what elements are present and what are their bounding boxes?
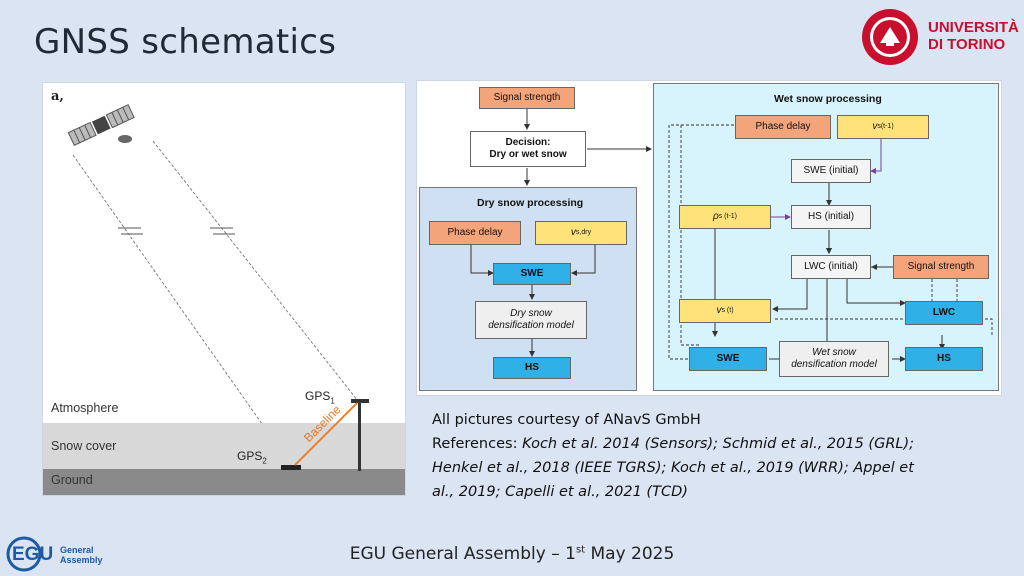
wet-phase-delay-box: Phase delay [735, 115, 831, 139]
references-block: All pictures courtesy of ANavS GmbH Refe… [432, 408, 1012, 504]
snow-processing-flowchart: Dry snow processing Wet snow processing [416, 80, 1002, 396]
satellite-icon [67, 104, 135, 147]
reference-line-2: Henkel et al., 2018 (IEEE TGRS); Koch et… [432, 460, 914, 476]
flow-arrows [470, 109, 993, 362]
panel-letter: a, [51, 89, 64, 104]
wet-lwc-box: LWC [905, 301, 983, 325]
university-logo: UNIVERSITÀ DI TORINO [860, 6, 1020, 68]
hs-initial-box: HS (initial) [791, 205, 871, 229]
dry-region-title: Dry snow processing [477, 197, 584, 209]
egu-mark-icon [6, 536, 42, 572]
footer-event: EGU General Assembly – 1st May 2025 [349, 544, 675, 564]
dry-phase-delay-box: Phase delay [429, 221, 521, 245]
gps2-label: GPS2 [237, 449, 267, 466]
reference-line-1: References: Koch et al. 2014 (Sensors); … [432, 436, 915, 452]
wet-densification-model-box: Wet snow densification model [779, 341, 889, 377]
antenna-baseline [281, 399, 369, 471]
university-seal-icon [862, 9, 918, 65]
wet-signal-strength-box: Signal strength [893, 255, 989, 279]
ground-label: Ground [51, 473, 93, 487]
lwc-initial-box: LWC (initial) [791, 255, 871, 279]
dry-densification-model-box: Dry snow densification model [475, 301, 587, 339]
university-name-line1: UNIVERSITÀ [928, 19, 1019, 36]
snow-cover-label: Snow cover [51, 439, 117, 453]
snow-cover-layer [43, 423, 405, 469]
gnss-setup-figure: a, Atmosphere Snow cover Ground GPS1 GPS… [42, 82, 406, 496]
gps1-label: GPS1 [305, 389, 335, 406]
wet-swe-box: SWE [689, 347, 767, 371]
signal-strength-box: Signal strength [479, 87, 575, 109]
wet-hs-box: HS [905, 347, 983, 371]
dry-swe-box: SWE [493, 263, 571, 285]
atmosphere-label: Atmosphere [51, 401, 119, 415]
ground-layer [43, 469, 405, 495]
wet-region-title: Wet snow processing [774, 93, 882, 105]
slide-title: GNSS schematics [34, 22, 337, 62]
university-name-line2: DI TORINO [928, 36, 1006, 53]
egu-mark-text: EGU [12, 544, 54, 565]
swe-initial-box: SWE (initial) [791, 159, 871, 183]
courtesy-text: All pictures courtesy of ANavS GmbH [432, 412, 701, 428]
dry-hs-box: HS [493, 357, 571, 379]
decision-box: Decision: Dry or wet snow [470, 131, 586, 167]
reference-line-3: al., 2019; Capelli et al., 2021 (TCD) [432, 484, 688, 500]
